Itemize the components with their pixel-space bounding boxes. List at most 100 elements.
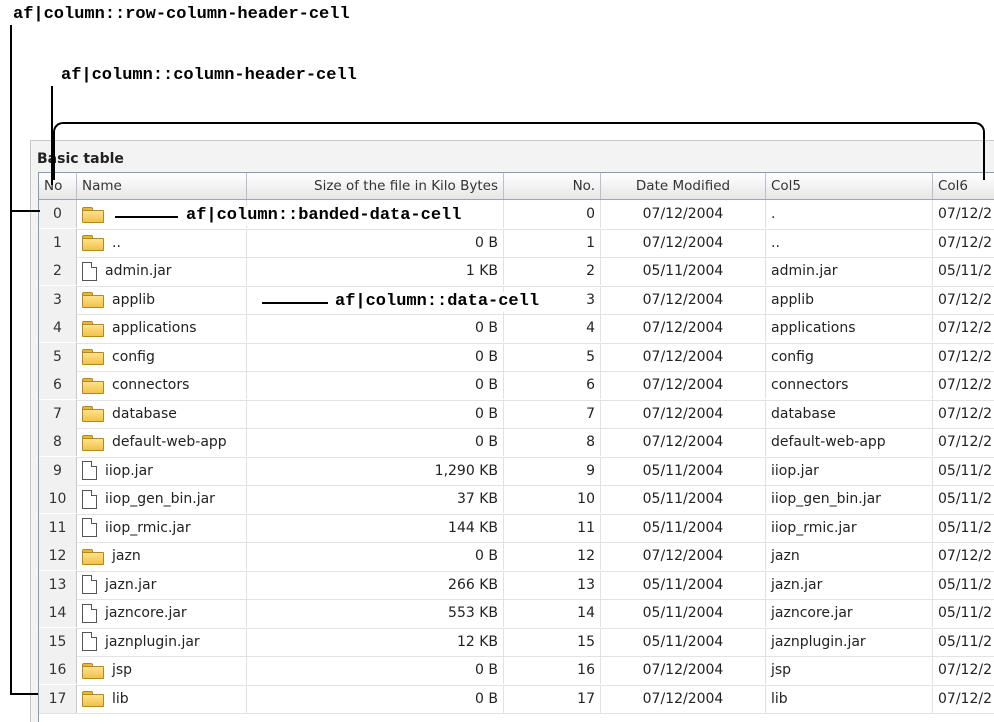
name-cell: applications <box>77 314 247 342</box>
size-cell: 37 KB <box>247 485 504 513</box>
file-name-text: lib <box>112 690 129 707</box>
name-cell: jazn.jar <box>77 570 247 599</box>
number-cell: 12 <box>504 542 601 570</box>
folder-icon <box>82 235 104 251</box>
date-modified-cell: 07/12/2004 <box>601 371 766 399</box>
size-cell <box>247 200 504 228</box>
size-cell: 0 B <box>247 399 504 428</box>
col5-cell: iiop_gen_bin.jar <box>766 485 933 513</box>
date-modified-cell: 07/12/2004 <box>601 542 766 570</box>
row-header-cell: 16 <box>39 656 77 684</box>
folder-icon <box>82 349 104 365</box>
col5-cell: jaznplugin.jar <box>766 627 933 656</box>
number-cell: 1 <box>504 228 601 257</box>
name-cell: jazncore.jar <box>77 599 247 627</box>
date-modified-cell: 07/12/2004 <box>601 399 766 428</box>
file-name-text: .. <box>112 234 121 251</box>
col6-cell: 05/11/2 <box>933 457 994 485</box>
col6-cell: 05/11/2 <box>933 514 994 542</box>
date-modified-cell: 05/11/2004 <box>601 513 766 542</box>
column-header-col6[interactable]: Col6 <box>938 178 969 194</box>
column-header-number[interactable]: No. <box>504 173 601 199</box>
name-cell: jsp <box>77 656 247 684</box>
name-cell: config <box>77 342 247 371</box>
table-title: Basic table <box>37 151 124 167</box>
name-cell: applib <box>77 285 247 314</box>
row-header-cell: 11 <box>39 513 77 542</box>
date-modified-cell: 07/12/2004 <box>601 684 766 713</box>
row-header-cell: 10 <box>39 485 77 513</box>
column-header-size[interactable]: Size of the file in Kilo Bytes <box>247 173 504 199</box>
pointer-data-cell <box>262 302 328 304</box>
col6-cell: 07/12/2 <box>933 314 994 342</box>
size-cell: 0 B <box>247 228 504 257</box>
data-table: No Name Size of the file in Kilo Bytes N… <box>38 172 994 722</box>
column-header-col5[interactable]: Col5 <box>766 173 933 199</box>
number-cell: 14 <box>504 599 601 627</box>
column-header-no[interactable]: No <box>39 173 77 199</box>
size-cell: 0 B <box>247 371 504 399</box>
col5-cell: . <box>766 200 933 228</box>
number-cell: 6 <box>504 371 601 399</box>
row-header-cell: 6 <box>39 371 77 399</box>
name-cell: jaznplugin.jar <box>77 627 247 656</box>
pointer-column-header <box>51 86 53 185</box>
col5-cell: connectors <box>766 371 933 399</box>
file-name-text: jazn.jar <box>105 576 157 593</box>
bracket-row-header-vertical <box>10 25 12 695</box>
col6-cell: 07/12/2 <box>933 371 994 399</box>
col6-cell: 07/12/2 <box>933 229 994 257</box>
row-header-cell: 3 <box>39 285 77 314</box>
date-modified-cell: 07/12/2004 <box>601 228 766 257</box>
col6-cell: 07/12/2 <box>933 656 994 684</box>
col5-cell: .. <box>766 228 933 257</box>
row-header-cell: 0 <box>39 200 77 228</box>
col6-cell: 05/11/2 <box>933 571 994 599</box>
row-header-cell: 14 <box>39 599 77 627</box>
number-cell: 3 <box>504 285 601 314</box>
row-header-cell: 4 <box>39 314 77 342</box>
file-icon <box>82 489 97 509</box>
folder-icon <box>82 548 104 565</box>
name-cell <box>77 200 247 228</box>
row-header-cell: 13 <box>39 570 77 599</box>
folder-icon <box>82 320 104 337</box>
date-modified-cell: 07/12/2004 <box>601 342 766 371</box>
row-header-cell: 9 <box>39 456 77 485</box>
name-cell: jazn <box>77 542 247 570</box>
number-cell: 15 <box>504 627 601 656</box>
file-name-text: iiop_rmic.jar <box>105 519 191 536</box>
file-name-text: iiop.jar <box>105 462 153 479</box>
name-cell: .. <box>77 228 247 257</box>
date-modified-cell: 07/12/2004 <box>601 285 766 314</box>
column-header-name[interactable]: Name <box>77 173 247 199</box>
col5-cell: database <box>766 399 933 428</box>
file-icon <box>82 575 97 594</box>
col5-cell: jazncore.jar <box>766 599 933 627</box>
col6-cell: 07/12/2 <box>933 542 994 570</box>
date-modified-cell: 05/11/2004 <box>601 456 766 485</box>
size-cell: 12 KB <box>247 627 504 656</box>
date-modified-cell: 05/11/2004 <box>601 627 766 656</box>
col5-cell: applications <box>766 314 933 342</box>
name-cell: iiop_gen_bin.jar <box>77 485 247 513</box>
column-header-date-modified[interactable]: Date Modified <box>601 173 766 199</box>
col6-cell: 05/11/2 <box>933 257 994 285</box>
